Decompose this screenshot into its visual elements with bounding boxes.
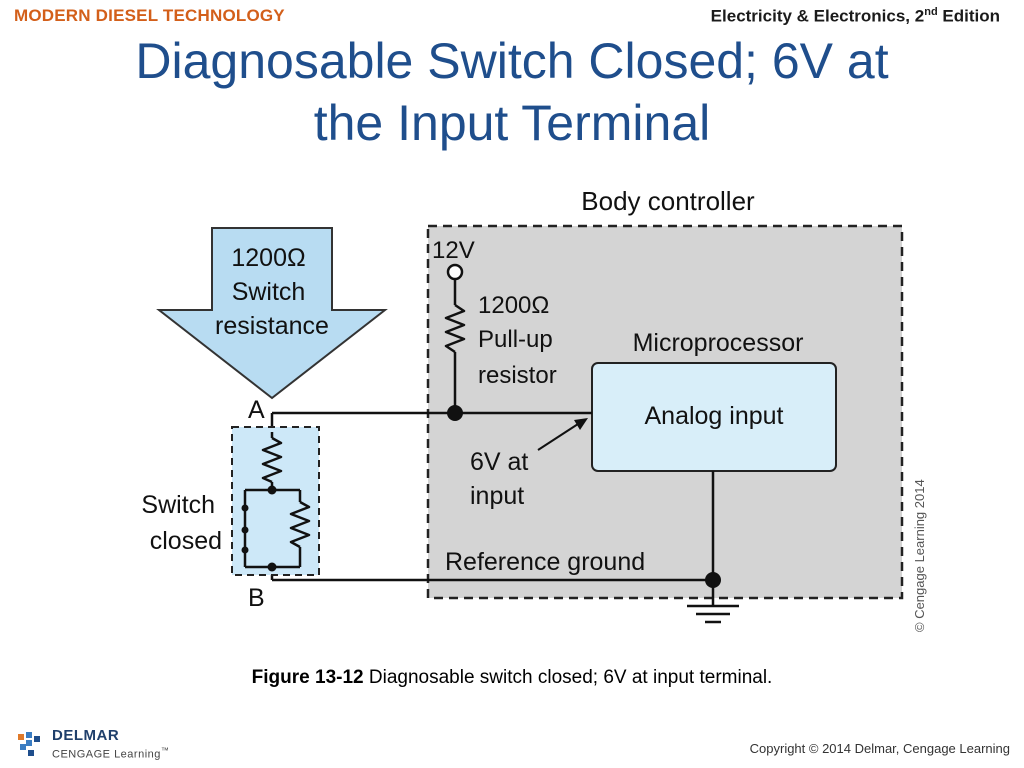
switch-contact-1 bbox=[241, 504, 249, 512]
switch-contact-3 bbox=[241, 546, 249, 554]
slide-title: Diagnosable Switch Closed; 6V at the Inp… bbox=[40, 30, 984, 154]
switch-res-line-3: resistance bbox=[215, 312, 329, 340]
voltage-pointer-line bbox=[537, 423, 579, 451]
switch-state-label: Switch closed bbox=[141, 491, 222, 555]
switch-state-line-2: closed bbox=[150, 527, 222, 555]
reference-ground-label: Reference ground bbox=[445, 548, 645, 576]
logo-subtitle: CENGAGE Learning™ bbox=[52, 743, 169, 763]
analog-input-label: Analog input bbox=[644, 402, 783, 430]
switch-res-line-1: 1200Ω bbox=[231, 244, 305, 272]
copyright-watermark: © Cengage Learning 2014 bbox=[912, 479, 927, 632]
figure-caption: Figure 13-12 Diagnosable switch closed; … bbox=[0, 667, 1024, 689]
logo-name: DELMAR bbox=[52, 727, 120, 744]
slide-title-line-2: the Input Terminal bbox=[313, 95, 711, 151]
delmar-logo-icon bbox=[18, 732, 40, 757]
supply-voltage-label: 12V bbox=[432, 237, 475, 264]
input-voltage-label: 6V at input bbox=[470, 448, 535, 510]
figure-caption-text: Diagnosable switch closed; 6V at input t… bbox=[363, 667, 773, 688]
voltage-label-line-1: 6V at bbox=[470, 448, 528, 476]
slide-title-line-1: Diagnosable Switch Closed; 6V at bbox=[135, 33, 889, 89]
pullup-label-line-2: Pull-up bbox=[478, 326, 553, 353]
delmar-logo: DELMAR CENGAGE Learning™ bbox=[16, 728, 169, 763]
logo-subtitle-text: CENGAGE Learning bbox=[52, 748, 161, 761]
terminal-b-label: B bbox=[248, 584, 265, 612]
pullup-resistor-label: 1200Ω Pull-up resistor bbox=[478, 292, 559, 389]
switch-resistance-arrow bbox=[156, 227, 388, 400]
logo-trademark: ™ bbox=[160, 746, 170, 755]
body-controller-label: Body controller bbox=[581, 186, 755, 216]
switch-assembly-box bbox=[231, 426, 320, 576]
edition-tail: Edition bbox=[937, 6, 1000, 26]
copyright-notice: Copyright © 2014 Delmar, Cengage Learnin… bbox=[749, 741, 1010, 756]
switch-resistance-label: 1200Ω Switch resistance bbox=[215, 244, 329, 340]
pullup-resistor bbox=[444, 303, 466, 354]
parallel-resistor bbox=[289, 500, 311, 549]
voltage-pointer-arrowhead bbox=[574, 418, 588, 430]
microprocessor-label: Microprocessor bbox=[633, 329, 804, 357]
supply-terminal bbox=[446, 263, 464, 281]
switch-res-line-2: Switch bbox=[232, 278, 306, 306]
circuit-diagram: Body controller 12V 1200Ω Pull-up resist… bbox=[141, 186, 927, 632]
switch-lower-node bbox=[267, 562, 277, 572]
figure-number: Figure 13-12 bbox=[251, 667, 364, 688]
pullup-label-line-1: 1200Ω bbox=[478, 292, 549, 319]
edition-sup: nd bbox=[924, 6, 938, 18]
signal-node bbox=[447, 405, 463, 421]
voltage-label-line-2: input bbox=[470, 482, 524, 510]
switch-state-line-1: Switch bbox=[141, 491, 215, 519]
terminal-a-label: A bbox=[248, 396, 265, 424]
publisher-brand: MODERN DIESEL TECHNOLOGY bbox=[14, 6, 285, 25]
book-edition: Electricity & Electronics, 2nd Edition bbox=[711, 6, 1000, 27]
edition-main: Electricity & Electronics, 2 bbox=[710, 6, 925, 26]
switch-contact-2 bbox=[241, 526, 249, 534]
series-resistor bbox=[261, 436, 283, 484]
pullup-label-line-3: resistor bbox=[478, 362, 557, 389]
